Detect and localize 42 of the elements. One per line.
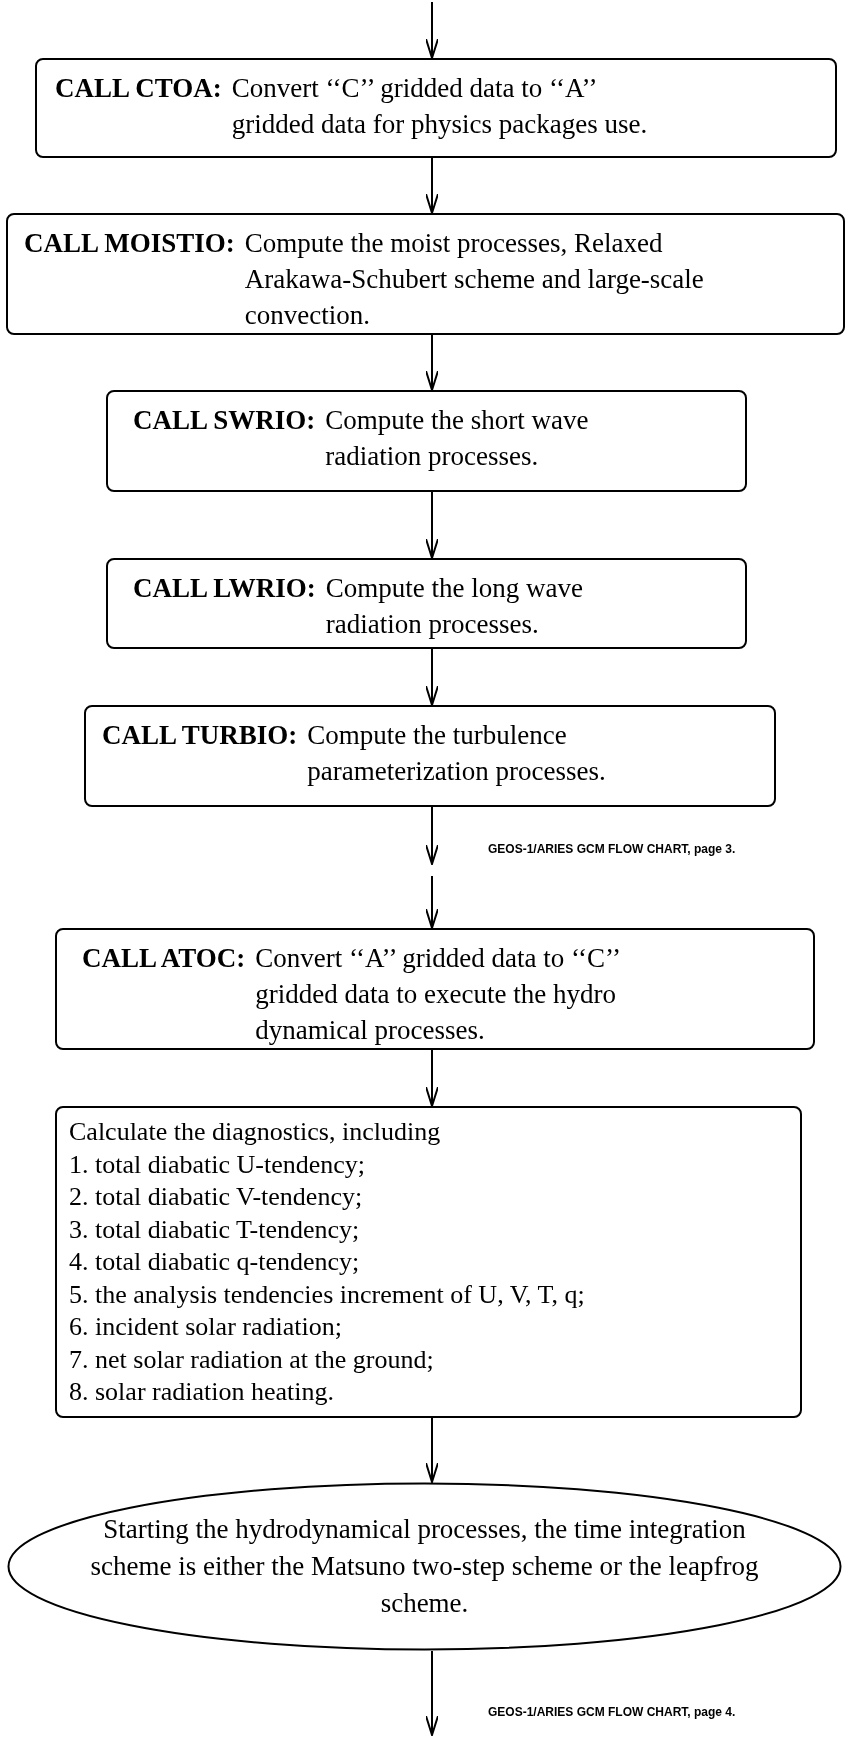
list-heading: Calculate the diagnostics, including: [69, 1116, 442, 1148]
process-box: [106, 558, 747, 649]
call-heading: CALL MOISTIO:: [24, 227, 235, 260]
list-item: 5. the analysis tendencies increment of U, V, T, q;: [69, 1278, 586, 1311]
process-box: [6, 213, 845, 335]
list-item: 6. incident solar radiation;: [69, 1311, 343, 1343]
arrow: [425, 1417, 439, 1483]
call-heading: CALL CTOA:: [55, 72, 222, 105]
call-description: Compute the moist processes, Relaxed Arakawa-Schubert scheme and large-scale convection.: [244, 227, 705, 332]
process-box: [35, 58, 837, 158]
arrow: [425, 491, 439, 559]
list-item: 7. net solar radiation at the ground;: [69, 1343, 435, 1376]
call-heading: CALL LWRIO:: [133, 572, 316, 605]
arrow: [425, 1650, 439, 1736]
process-box: [106, 390, 747, 492]
call-heading: CALL ATOC:: [82, 942, 246, 975]
call-description: Convert ‘‘A’’ gridded data to ‘‘C’’ gridded data to execute the hydro dynamical processes.: [255, 942, 620, 1047]
call-heading: CALL TURBIO:: [102, 719, 298, 752]
terminal-ellipse: [7, 1482, 842, 1651]
arrow: [425, 875, 439, 929]
page-note: GEOS-1/ARIES GCM FLOW CHART, page 4.: [488, 1705, 736, 1719]
call-description: Compute the short wave radiation processes.: [325, 404, 590, 473]
process-box: [84, 705, 776, 807]
call-description: Convert ‘‘C’’ gridded data to ‘‘A’’ gridded data for physics packages use.: [231, 72, 649, 141]
process-box: [55, 928, 815, 1050]
list-item: 3. total diabatic T-tendency;: [69, 1213, 361, 1246]
arrow: [425, 1049, 439, 1107]
arrow: [425, 334, 439, 391]
ellipse-text: Starting the hydrodynamical processes, the time integration scheme is either the Matsuno two-step scheme or the leapfrog scheme.: [89, 1513, 760, 1620]
list-item: 2. total diabatic V-tendency;: [69, 1181, 364, 1213]
arrow: [425, 648, 439, 706]
arrow: [425, 1, 439, 59]
process-box: [55, 1106, 802, 1418]
arrow: [425, 157, 439, 214]
arrow: [425, 806, 439, 865]
call-heading: CALL SWRIO:: [133, 404, 316, 437]
call-description: Compute the long wave radiation processes.: [325, 572, 584, 641]
list-item: 8. solar radiation heating.: [69, 1376, 335, 1408]
page-note: GEOS-1/ARIES GCM FLOW CHART, page 3.: [488, 842, 736, 856]
list-item: 1. total diabatic U-tendency;: [69, 1148, 366, 1181]
list-item: 4. total diabatic q-tendency;: [69, 1246, 361, 1278]
call-description: Compute the turbulence parameterization processes.: [307, 719, 607, 788]
